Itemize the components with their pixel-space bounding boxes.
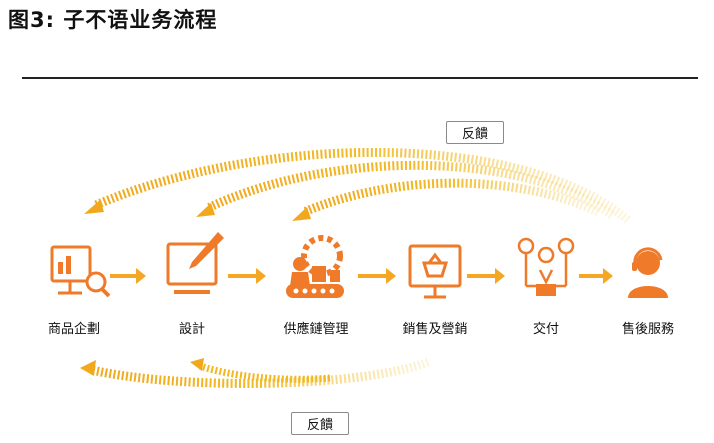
arrow-1 [110, 268, 146, 284]
feedback-label-bottom: 反饋 [291, 412, 349, 435]
arrow-5 [579, 268, 613, 284]
feedback-arc-to-design [206, 160, 615, 219]
feedback-arc-bottom [91, 357, 430, 388]
arrow-4 [467, 268, 505, 284]
delivery-location-icon [517, 237, 575, 296]
arrowhead-planning [84, 200, 104, 214]
design-tablet-icon [166, 232, 224, 294]
arrow-3 [358, 268, 396, 284]
arrowhead-supply [292, 207, 311, 221]
step-label-after-sales: 售後服務 [621, 322, 674, 337]
step-label-planning: 商品企劃 [47, 322, 100, 337]
title-rule [22, 77, 698, 79]
online-shop-icon [408, 244, 462, 299]
top-feedback-arcs [94, 147, 631, 224]
forward-arrows [110, 268, 613, 284]
supply-chain-icon [286, 235, 344, 298]
step-label-sales: 銷售及營銷 [402, 322, 468, 337]
arrowhead-bottom [80, 360, 96, 376]
feedback-label-top: 反饋 [446, 121, 504, 144]
arrowhead-design [196, 203, 215, 217]
step-label-design: 設計 [178, 322, 205, 337]
step-label-delivery: 交付 [532, 322, 559, 337]
arrow-2 [228, 268, 266, 284]
customer-service-icon [628, 247, 668, 298]
feedback-arc-to-planning [94, 147, 631, 224]
product-planning-icon [50, 245, 111, 298]
step-label-supply-chain: 供應鏈管理 [283, 322, 349, 337]
feedback-arc-to-supply [302, 178, 600, 217]
feedback-arc-bottom-short [198, 362, 331, 383]
top-feedback-arrowheads [84, 200, 311, 221]
figure-title: 图3: 子不语业务流程 [8, 8, 218, 32]
